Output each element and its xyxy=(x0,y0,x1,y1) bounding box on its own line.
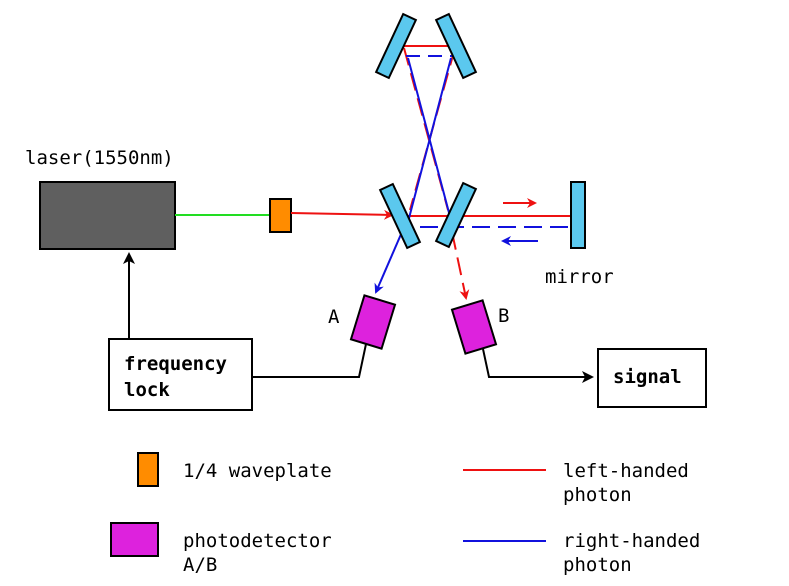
output-beam-blue xyxy=(374,224,406,294)
photodetector-a xyxy=(349,294,397,350)
detector-a-wire xyxy=(252,343,367,378)
laser-label: laser(1550nm) xyxy=(25,147,174,169)
legend-photodetector-label-line1: photodetector xyxy=(183,530,332,552)
cavity-blue-path xyxy=(407,57,452,223)
legend-photodetector-swatch xyxy=(110,522,159,557)
laser-box xyxy=(39,181,176,250)
input-beam-red xyxy=(290,209,394,220)
photodetector-b xyxy=(450,299,498,355)
mirror-label: mirror xyxy=(545,266,614,288)
legend-left-handed-label-line1: left-handed xyxy=(563,460,689,482)
frequency-lock-label-line1: frequency xyxy=(124,353,227,375)
legend-right-handed-label-line2: photon xyxy=(563,554,632,576)
end-mirror xyxy=(570,181,586,249)
cavity-mirror-bottom-left xyxy=(378,182,422,250)
detector-b-label: B xyxy=(498,305,509,327)
detector-a-label: A xyxy=(328,306,340,328)
legend-right-handed-label-line1: right-handed xyxy=(563,530,700,552)
legend-left-handed-label-line2: photon xyxy=(563,484,632,506)
output-beam-red xyxy=(451,231,470,300)
signal-label: signal xyxy=(613,366,682,388)
frequency-lock-label-line2: lock xyxy=(124,379,170,401)
legend-waveplate-label: 1/4 waveplate xyxy=(183,460,332,482)
cavity-mirror-top-left xyxy=(374,12,418,80)
signal-box xyxy=(597,348,707,408)
cavity-mirror-bottom-right xyxy=(434,181,478,249)
legend-waveplate-swatch xyxy=(137,452,159,487)
waveplate xyxy=(269,198,292,233)
detector-b-wire xyxy=(482,348,594,383)
legend-photodetector-label-line2: A/B xyxy=(183,554,217,576)
cavity-mirror-top-right xyxy=(434,12,478,80)
frequency-lock-box xyxy=(108,338,253,411)
